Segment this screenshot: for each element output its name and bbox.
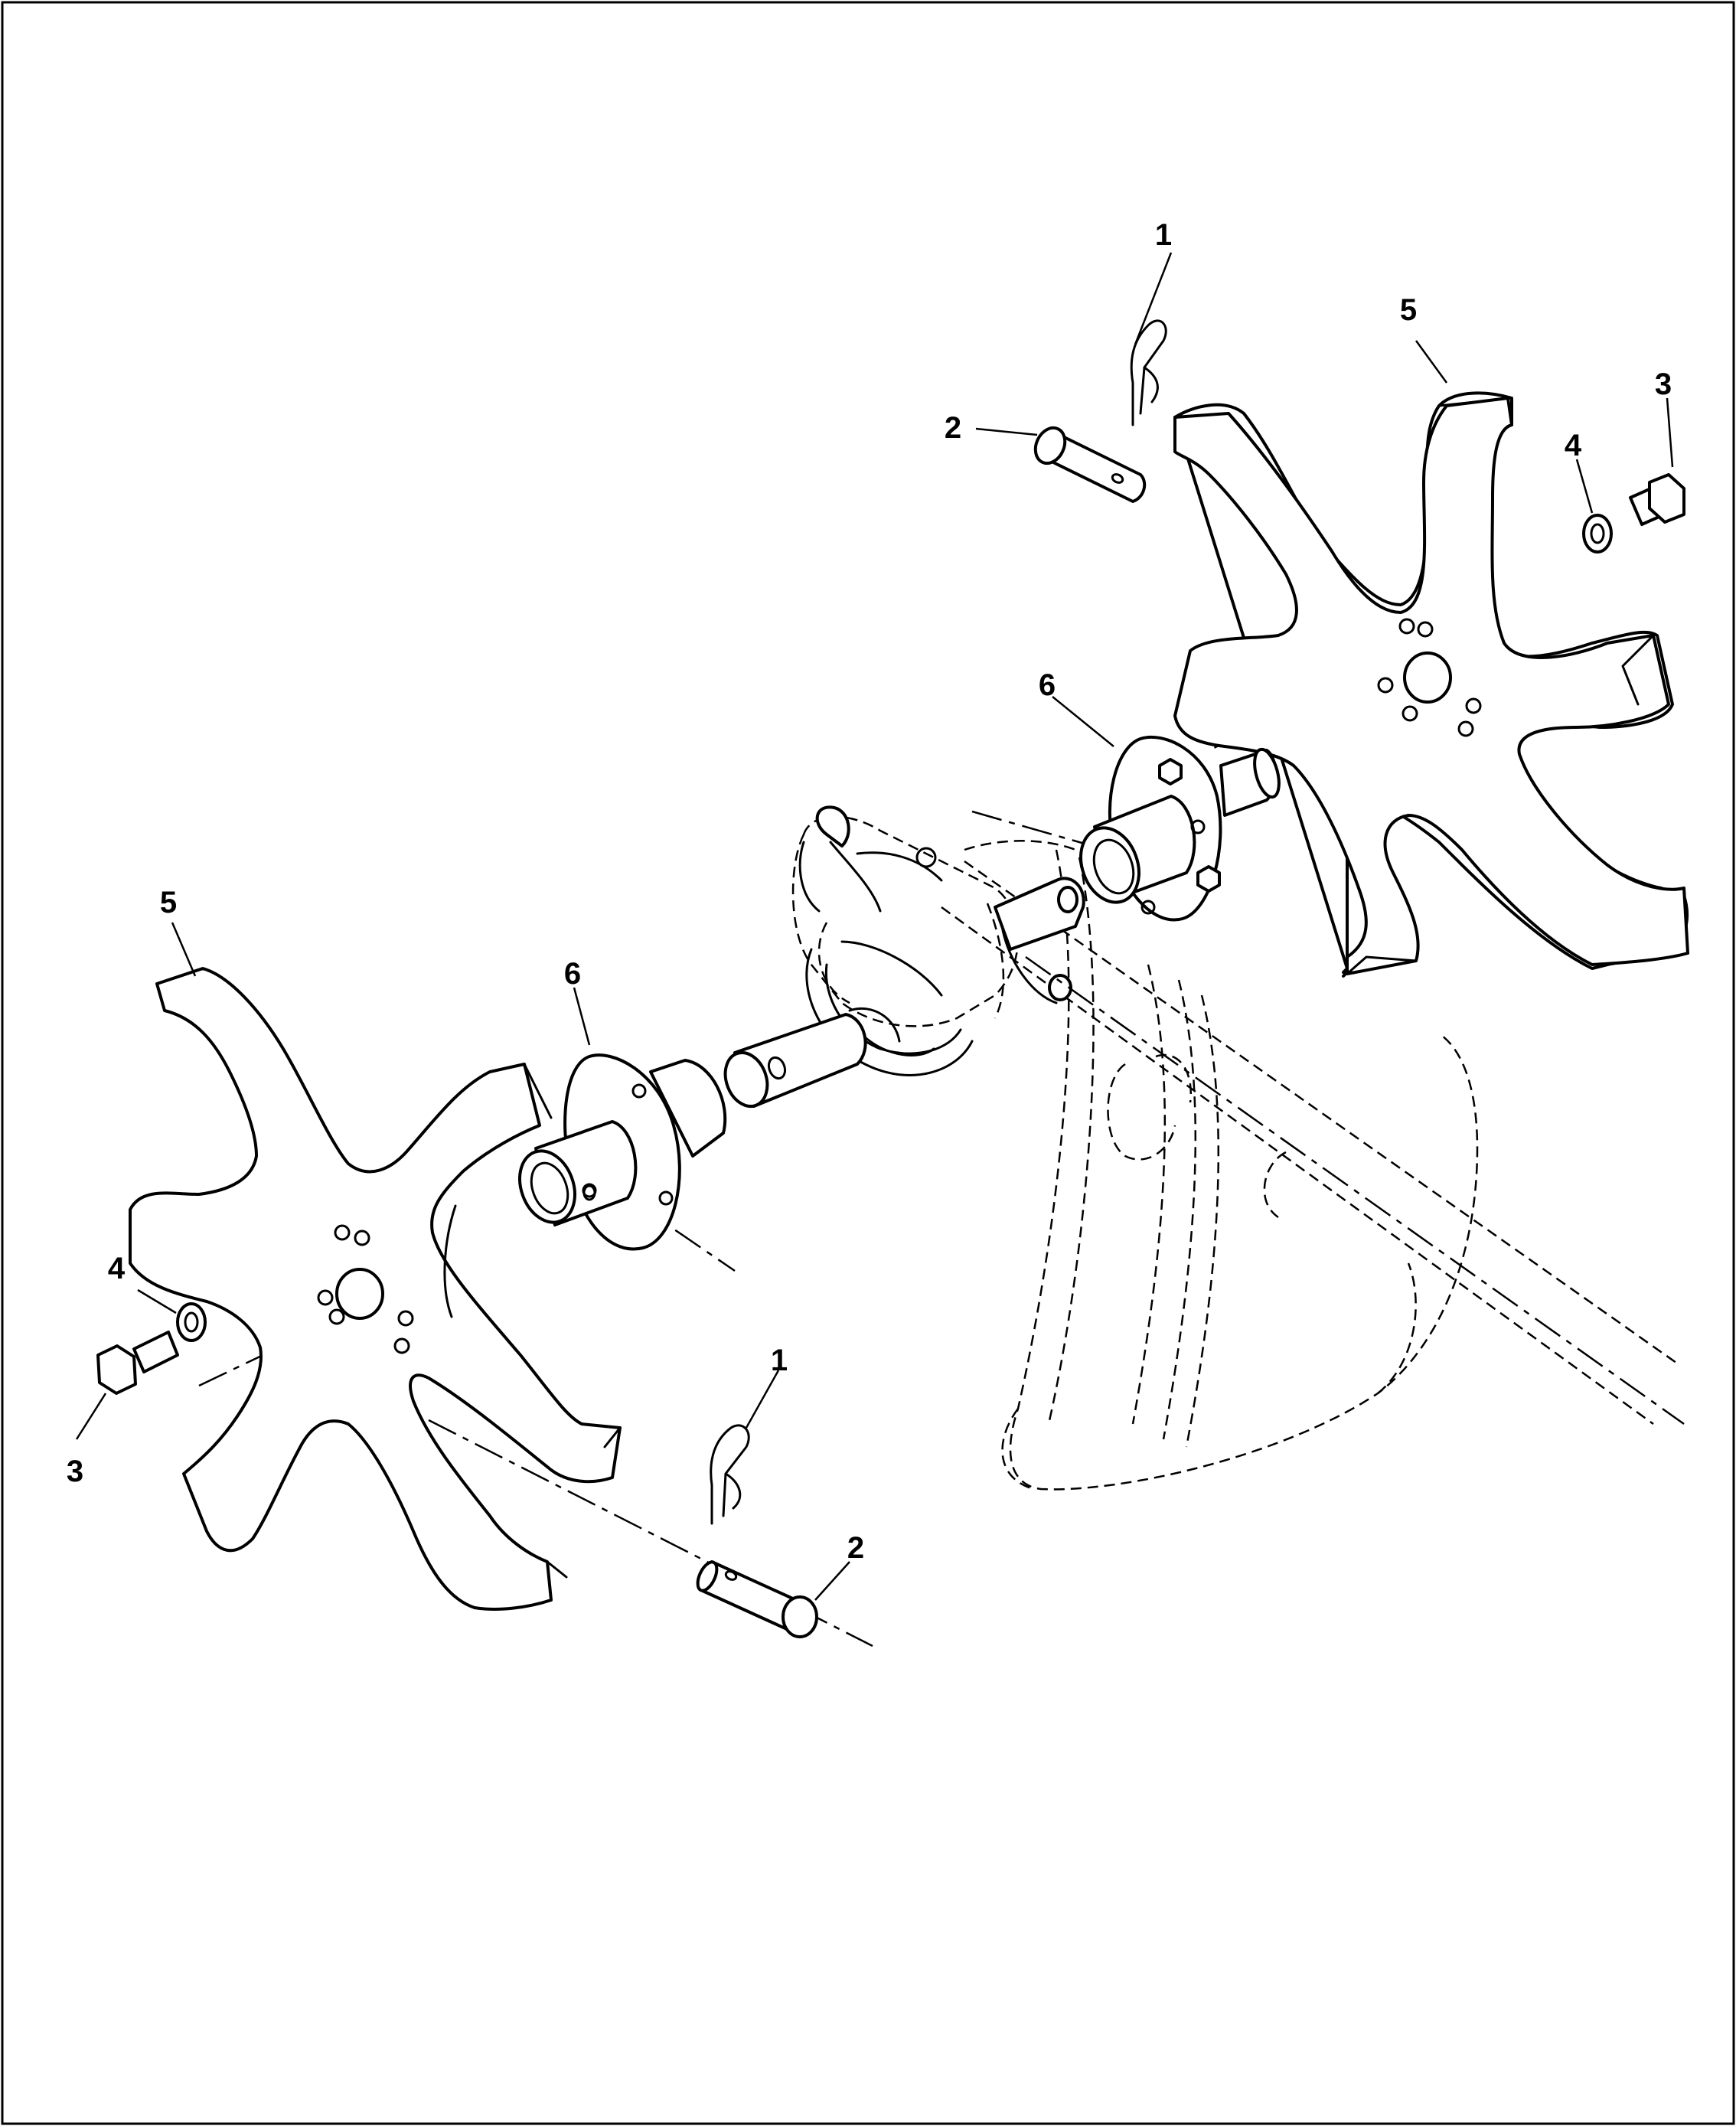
hub-lower-left — [518, 1053, 727, 1251]
tine-lower-left — [129, 967, 622, 1611]
callout-3-top: 3 — [1655, 367, 1672, 401]
bolt-upper — [1629, 473, 1685, 526]
callout-4-top: 4 — [1565, 429, 1582, 462]
gearbox-solid — [723, 805, 1085, 1108]
callout-2-bottom: 2 — [847, 1531, 864, 1565]
clevis-pin-upper — [1033, 426, 1147, 503]
callout-5-left: 5 — [160, 886, 177, 919]
callout-5-top: 5 — [1400, 293, 1417, 327]
gearbox-housing-phantom — [791, 815, 1677, 1491]
callout-1-bottom: 1 — [771, 1344, 788, 1377]
hairpin-clip-lower — [710, 1424, 750, 1525]
callout-6-top: 6 — [1039, 668, 1056, 702]
tine-upper-right — [1173, 391, 1689, 978]
leader-lines — [75, 252, 1674, 1601]
callout-3-left: 3 — [67, 1455, 83, 1488]
callout-2-top: 2 — [945, 411, 961, 445]
hub-upper — [1079, 735, 1281, 922]
callout-1-top: 1 — [1155, 218, 1172, 252]
callout-4-left: 4 — [108, 1252, 126, 1285]
lock-washer-upper — [1582, 514, 1613, 554]
lock-washer-left — [176, 1302, 207, 1342]
hairpin-clip-upper — [1130, 319, 1167, 426]
callout-numbers: 1 2 3 4 5 6 5 6 4 3 1 2 — [67, 218, 1672, 1565]
bolt-left — [96, 1331, 179, 1395]
callout-6-left: 6 — [564, 957, 581, 991]
clevis-pin-lower — [696, 1560, 818, 1638]
